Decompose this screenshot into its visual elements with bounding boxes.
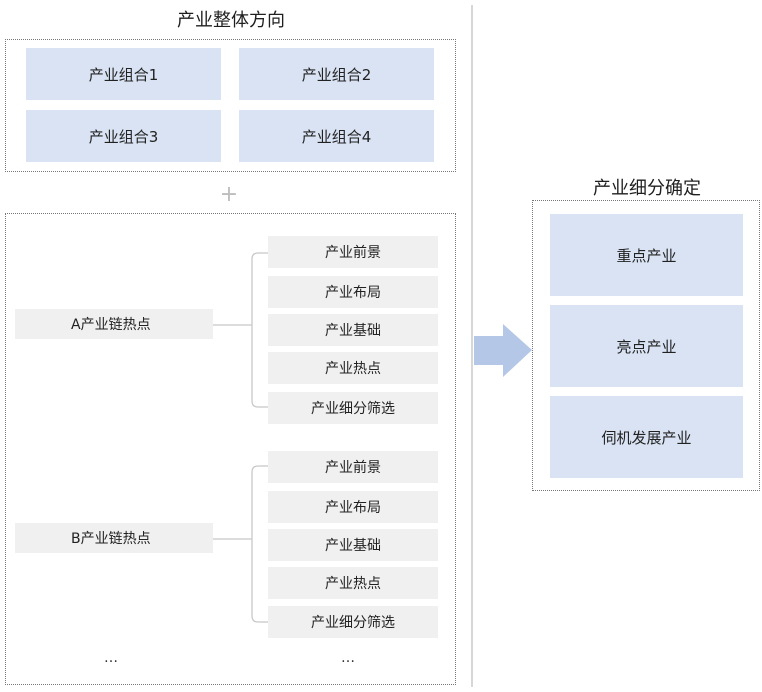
detail-item-key: 重点产业 [550,214,743,296]
overall-combo-box [5,39,456,172]
chain-b-item-prospect: 产业前景 [268,451,438,483]
chain-b-item-layout: 产业布局 [268,491,438,523]
chain-b-item-foundation: 产业基础 [268,529,438,561]
section-divider [471,5,473,687]
chain-a-label: A产业链热点 [15,309,213,339]
chain-a-item-foundation: 产业基础 [268,314,438,346]
chain-b-item-hotspot: 产业热点 [268,567,438,599]
ellipsis-right: … [341,650,356,666]
chain-section-box [5,213,456,685]
detail-item-highlight: 亮点产业 [550,305,743,387]
detail-title: 产业细分确定 [593,178,701,199]
overall-title: 产业整体方向 [177,10,285,31]
chain-a-item-prospect: 产业前景 [268,236,438,268]
detail-item-opportunistic: 伺机发展产业 [550,396,743,478]
combo-3: 产业组合3 [26,110,221,162]
chain-a-bracket [251,252,268,408]
plus-icon: + [219,182,239,207]
chain-b-bracket [251,465,268,623]
chain-a-item-hotspot: 产业热点 [268,352,438,384]
chain-a-item-screening: 产业细分筛选 [268,392,438,424]
combo-2: 产业组合2 [239,48,434,100]
detail-box [532,200,760,491]
right-arrow-icon [474,324,532,377]
combo-1: 产业组合1 [26,48,221,100]
chain-a-item-layout: 产业布局 [268,276,438,308]
combo-4: 产业组合4 [239,110,434,162]
chain-b-item-screening: 产业细分筛选 [268,606,438,638]
chain-b-label: B产业链热点 [15,523,213,553]
ellipsis-left: … [104,650,119,666]
